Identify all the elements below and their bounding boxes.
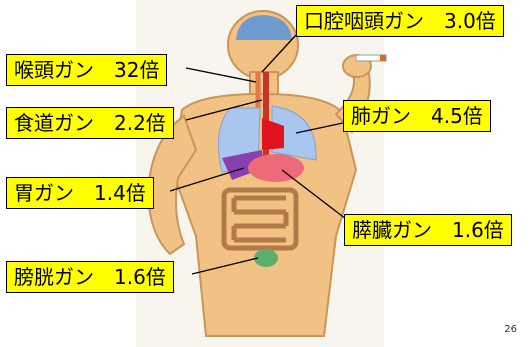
slide-number: 26 [504, 324, 517, 335]
stomach [222, 150, 264, 180]
callout-larynx-cancer: 喉頭ガン 32倍 [6, 54, 168, 86]
brain [236, 15, 292, 40]
cigarette [355, 54, 387, 62]
leader-esophagus [185, 99, 263, 121]
lung-tumor [262, 118, 284, 150]
callout-esophagus-cancer: 食道ガン 2.2倍 [6, 107, 174, 139]
leader-lung [295, 122, 344, 134]
bladder [254, 249, 278, 267]
pancreas [248, 154, 304, 182]
leader-pancreas [281, 169, 347, 220]
left-arm [146, 114, 198, 256]
callout-pancreas-cancer: 膵臓ガン 1.6倍 [344, 214, 512, 246]
intestines [221, 187, 299, 251]
callout-bladder-cancer: 膀胱ガン 1.6倍 [6, 261, 174, 293]
leader-lines [169, 34, 347, 275]
callout-lung-cancer: 肺ガン 4.5倍 [343, 100, 491, 132]
leader-stomach [169, 167, 245, 192]
leader-larynx [185, 67, 257, 83]
leader-oral [261, 34, 297, 73]
callout-oral-pharyngeal-cancer: 口腔咽頭ガン 3.0倍 [296, 5, 504, 37]
callout-stomach-cancer: 胃ガン 1.4倍 [6, 177, 154, 209]
leader-bladder [191, 257, 259, 275]
